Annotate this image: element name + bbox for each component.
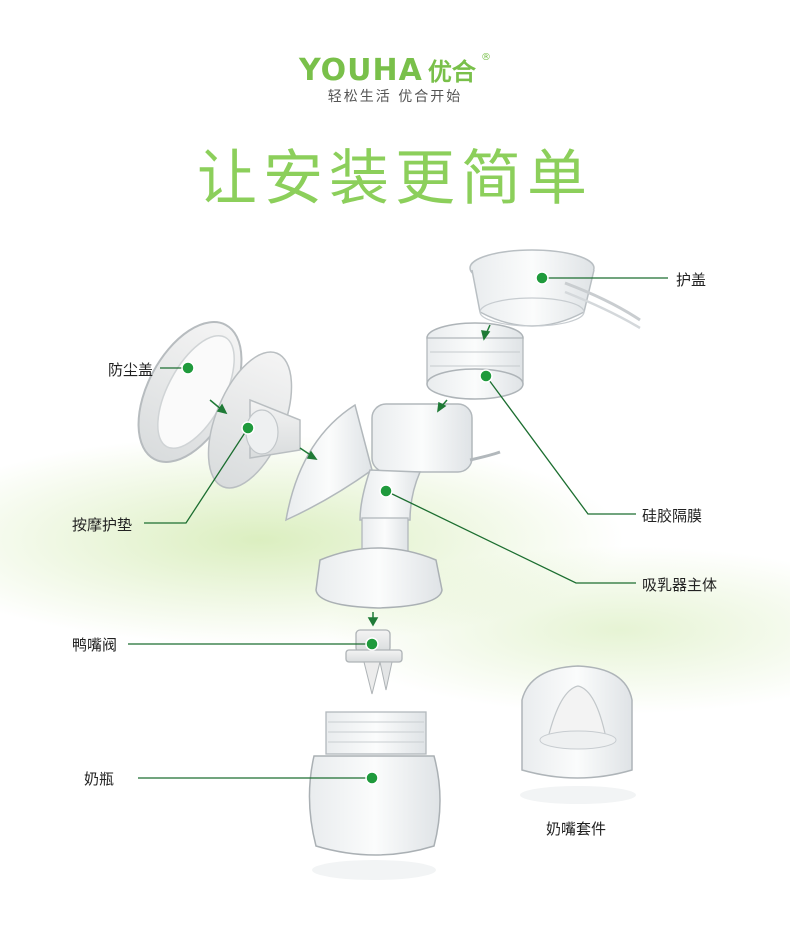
registered-mark: ® [481,52,492,63]
lid-part [469,249,641,330]
massage-pad-part [207,351,301,489]
brand-name-cn: 优合 [427,58,476,86]
label-dust-cover: 防尘盖 [108,361,154,379]
headline: 让安装更简单 [197,144,593,214]
brand-slogan: 轻松生活 优合开始 [327,89,463,105]
label-bottle: 奶瓶 [84,770,115,788]
label-pump-body: 吸乳器主体 [642,576,718,594]
silicone-diaphragm-part [426,322,524,400]
label-silicone-diaphragm: 硅胶隔膜 [642,507,703,525]
label-lid: 护盖 [676,271,707,289]
pump-body-part [285,403,501,609]
brand-logo: YOUHA 优合 ® [0,52,790,88]
label-duckbill-valve: 鸭嘴阀 [72,636,118,654]
label-massage-pad: 按摩护垫 [72,516,133,534]
nipple-set-part [520,665,636,804]
brand-name: YOUHA [298,53,423,88]
part-markers [181,271,549,785]
bottle-part [308,711,441,880]
leader-lines [128,277,668,779]
label-nipple-set: 奶嘴套件 [546,820,607,838]
assembly-arrows [209,324,491,627]
